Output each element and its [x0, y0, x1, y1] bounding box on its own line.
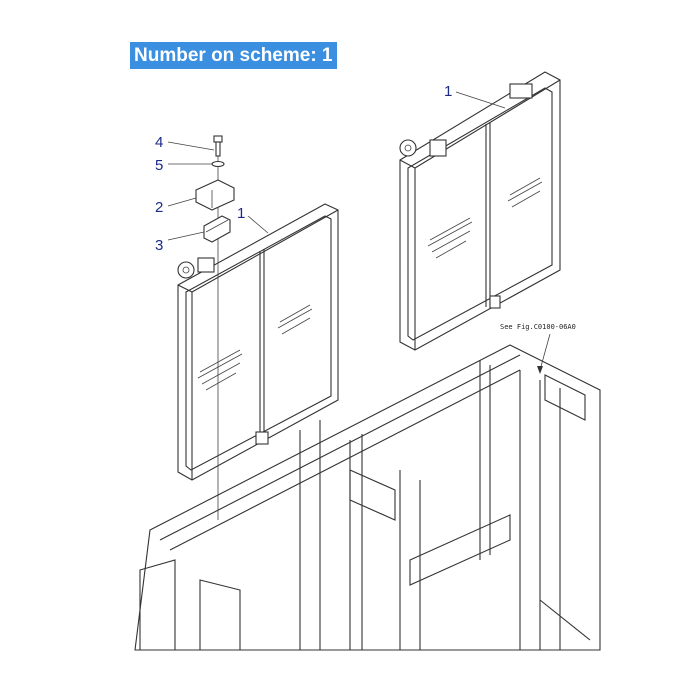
see-figure-reference: See Fig.C0100-06A0	[500, 323, 576, 331]
scheme-number-label: Number on scheme: 1	[130, 42, 337, 69]
washer	[211, 160, 225, 168]
radiator-right	[399, 71, 561, 351]
mounting-bracket	[195, 179, 235, 211]
callout-1-left: 1	[237, 205, 245, 222]
bolt-shank	[215, 141, 221, 157]
shim-set	[203, 215, 231, 243]
callout-4: 4	[155, 134, 163, 151]
callout-2: 2	[155, 199, 163, 216]
callout-3: 3	[155, 237, 163, 254]
bolt-head	[213, 135, 223, 143]
arrow-tip	[537, 366, 543, 374]
callout-1-right: 1	[444, 83, 452, 100]
leader-lines	[167, 91, 551, 374]
callout-5: 5	[155, 157, 163, 174]
radiator-left	[177, 203, 339, 481]
fastener-stack	[195, 135, 235, 520]
frame-structure	[134, 344, 601, 651]
